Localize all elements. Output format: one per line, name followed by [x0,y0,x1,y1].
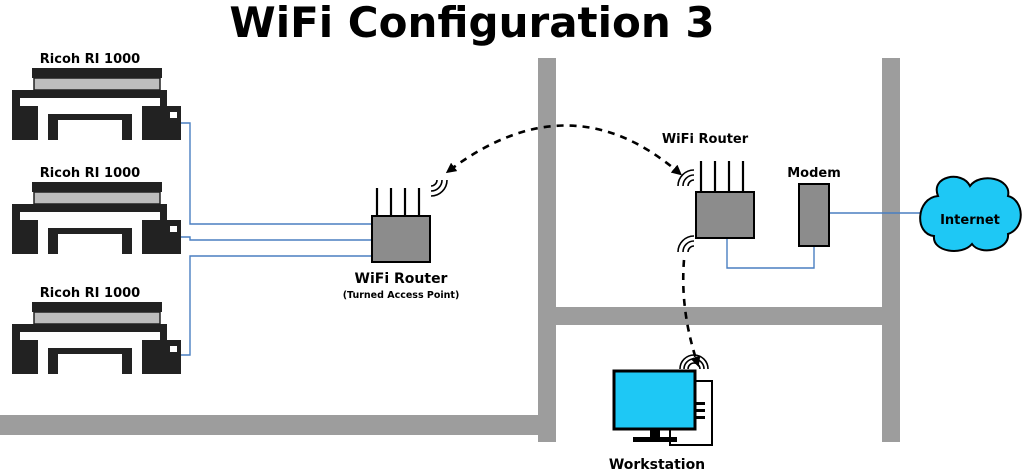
access-point-sublabel: (Turned Access Point) [343,290,460,301]
wall-left-vertical [538,58,556,442]
monitor-icon [612,369,697,431]
printer-3: Ricoh RI 1000 [12,286,181,374]
printer-label: Ricoh RI 1000 [40,286,140,301]
access-point-router: WiFi Router (Turned Access Point) [343,179,460,301]
cable-router-modem [726,238,815,269]
modem-label: Modem [787,166,841,181]
wall-right-vertical [882,58,900,442]
wall-bottom-left [0,415,556,435]
internet-label: Internet [940,213,1000,228]
cable-printer-1 [167,122,372,225]
printer-1: Ricoh RI 1000 [12,52,181,140]
printer-label: Ricoh RI 1000 [40,166,140,181]
wifi-signal-icon [679,354,709,370]
access-point-label: WiFi Router [355,271,448,287]
router-body [695,191,755,239]
main-router: WiFi Router [662,132,755,253]
wireless-link-workstation [681,259,701,367]
printer-2: Ricoh RI 1000 [12,166,181,254]
wireless-link-routers [445,124,682,176]
modem: Modem [787,166,841,247]
cloud-icon [919,176,1022,252]
modem-body [798,183,830,247]
workstation-label: Workstation [609,457,705,472]
cable-printer-3 [167,255,372,356]
diagram-title: WiFi Configuration 3 [229,0,714,47]
wifi-signal-icon [430,179,448,197]
main-router-label: WiFi Router [662,132,749,147]
internet-cloud: Internet [919,176,1022,252]
building-walls [0,58,900,442]
printer-label: Ricoh RI 1000 [40,52,140,67]
wall-middle-horizontal [556,307,882,325]
cable-printer-2 [167,236,372,241]
workstation: Workstation [609,354,713,472]
router-body [371,215,431,263]
wifi-signal-icon [677,235,695,253]
wifi-signal-icon [677,169,695,187]
